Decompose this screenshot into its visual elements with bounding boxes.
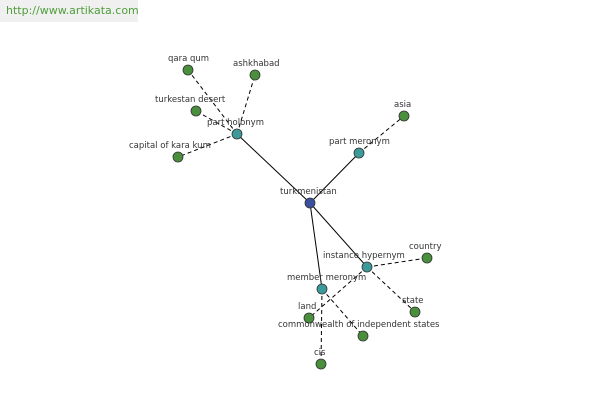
node-label-turkmenistan: turkmenistan [280, 187, 337, 197]
edges-layer [177, 69, 428, 365]
edge-part-holonym-to-turkestan-desert [195, 110, 238, 135]
node-marker-member-meronym[interactable] [316, 283, 328, 295]
node-marker-country[interactable] [421, 252, 433, 264]
node-marker-land[interactable] [303, 312, 315, 324]
node-qara-qum[interactable]: qara qum [168, 54, 209, 76]
node-marker-capital-of-kara-kum[interactable] [172, 151, 184, 163]
node-marker-turkmenistan[interactable] [304, 197, 316, 209]
edge-turkmenistan-to-instance-hypernym [309, 202, 368, 268]
node-part-holonym[interactable]: part holonym [207, 118, 264, 140]
node-cis[interactable]: cis [314, 348, 327, 370]
node-label-qara-qum: qara qum [168, 54, 209, 64]
node-marker-qara-qum[interactable] [182, 64, 194, 76]
node-marker-instance-hypernym[interactable] [361, 261, 373, 273]
node-marker-part-holonym[interactable] [231, 128, 243, 140]
node-state[interactable]: state [402, 296, 424, 318]
edge-turkmenistan-to-member-meronym [309, 202, 323, 290]
node-marker-asia[interactable] [398, 110, 410, 122]
edge-part-holonym-to-capital-of-kara-kum [177, 133, 238, 158]
node-instance-hypernym[interactable]: instance hypernym [323, 251, 405, 273]
node-marker-cis[interactable] [315, 358, 327, 370]
node-label-ashkhabad: ashkhabad [233, 59, 280, 69]
node-country[interactable]: country [409, 242, 442, 264]
watermark-url[interactable]: http://www.artikata.com [0, 0, 139, 22]
nodes-layer: turkmenistan part holonym part meronym inst… [129, 54, 442, 370]
node-label-commonwealth-of-independent-states: commonwealth of independent states [278, 320, 440, 330]
edge-part-holonym-to-ashkhabad [236, 74, 256, 135]
edge-turkmenistan-to-part-holonym [236, 133, 311, 204]
node-label-state: state [402, 296, 424, 306]
node-label-capital-of-kara-kum: capital of kara kum [129, 141, 211, 151]
node-turkmenistan[interactable]: turkmenistan [280, 187, 337, 209]
node-ashkhabad[interactable]: ashkhabad [233, 59, 280, 81]
edge-part-meronym-to-asia [358, 115, 405, 154]
node-part-meronym[interactable]: part meronym [329, 137, 390, 159]
node-label-land: land [298, 302, 316, 312]
edge-instance-hypernym-to-country [366, 257, 428, 268]
node-capital-of-kara-kum[interactable]: capital of kara kum [129, 141, 211, 163]
node-label-part-holonym: part holonym [207, 118, 264, 128]
node-marker-ashkhabad[interactable] [249, 69, 261, 81]
node-member-meronym[interactable]: member meronym [287, 273, 366, 295]
node-marker-state[interactable] [409, 306, 421, 318]
node-label-turkestan-desert: turkestan desert [155, 95, 226, 105]
edge-instance-hypernym-to-land [308, 266, 368, 319]
node-label-asia: asia [394, 100, 411, 110]
node-label-part-meronym: part meronym [329, 137, 390, 147]
node-commonwealth-of-independent-states[interactable]: commonwealth of independent states [278, 320, 440, 342]
node-label-country: country [409, 242, 442, 252]
node-label-cis: cis [314, 348, 326, 358]
edge-instance-hypernym-to-state [366, 266, 416, 313]
node-land[interactable]: land [298, 302, 316, 324]
node-label-instance-hypernym: instance hypernym [323, 251, 405, 261]
edge-turkmenistan-to-part-meronym [309, 152, 360, 204]
edge-member-meronym-to-commonwealth-of-independent-states [321, 288, 364, 337]
node-asia[interactable]: asia [394, 100, 411, 122]
node-marker-turkestan-desert[interactable] [190, 105, 202, 117]
edge-member-meronym-to-cis [320, 288, 323, 365]
node-marker-commonwealth-of-independent-states[interactable] [357, 330, 369, 342]
node-label-member-meronym: member meronym [287, 273, 366, 283]
node-marker-part-meronym[interactable] [353, 147, 365, 159]
node-turkestan-desert[interactable]: turkestan desert [155, 95, 226, 117]
